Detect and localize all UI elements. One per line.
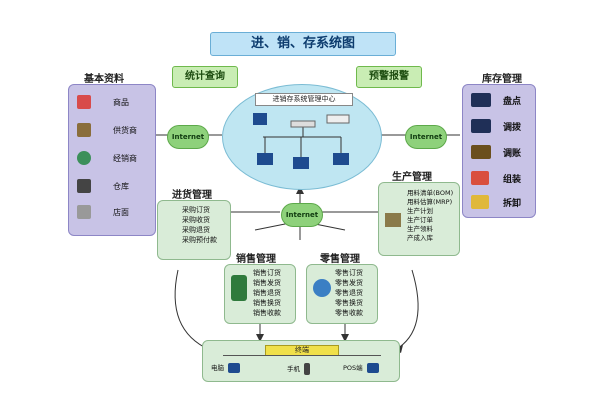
terminal-bus — [223, 355, 381, 356]
phone-icon — [304, 363, 310, 375]
purchase-panel: 采购订货 采购收货 采购退货 采购预付款 — [157, 200, 231, 260]
terminal-item-pc: 电脑 — [211, 363, 240, 373]
sales-title: 销售管理 — [236, 254, 276, 265]
terminal-item-pos: POS端 — [343, 363, 379, 373]
center-label: 进销存系统管理中心 — [255, 93, 353, 106]
sales-panel: 销售订货 销售发货 销售退货 销售换货 销售收款 — [224, 264, 296, 324]
stats-query-tag: 统计查询 — [172, 66, 238, 88]
purchase-list: 采购订货 采购收货 采购退货 采购预付款 — [182, 206, 217, 244]
internet-cloud-left: Internet — [167, 125, 209, 149]
internet-cloud-right: Internet — [405, 125, 447, 149]
sales-list: 销售订货 销售发货 销售退货 销售换货 销售收款 — [253, 269, 281, 317]
inventory-title: 库存管理 — [482, 74, 522, 85]
inventory-item-disassemble: 拆卸 — [471, 195, 521, 209]
alert-tag: 预警报警 — [356, 66, 422, 88]
assemble-icon — [471, 171, 489, 185]
dealer-icon — [77, 151, 91, 165]
factory-icon — [385, 213, 401, 227]
store-icon — [77, 205, 91, 219]
basic-item-supplier: 供货商 — [77, 123, 137, 137]
retail-panel: 零售订货 零售发货 零售退货 零售换货 零售收款 — [306, 264, 378, 324]
production-title: 生产管理 — [392, 172, 432, 183]
basic-item-store: 店面 — [77, 205, 129, 219]
count-icon — [471, 93, 491, 107]
terminal-item-phone: 手机 — [287, 363, 310, 375]
production-list: 用料清单(BOM) 用料估算(MRP) 生产计划 生产订单 生产领料 产成入库 — [407, 189, 454, 242]
pc-icon — [228, 363, 240, 373]
internet-cloud-center: Internet — [281, 203, 323, 227]
disassemble-icon — [471, 195, 489, 209]
inventory-item-count: 盘点 — [471, 93, 521, 107]
basic-item-dealer: 经销商 — [77, 151, 137, 165]
purchase-title: 进货管理 — [172, 190, 212, 201]
terminal-panel: 终端 电脑 手机 POS端 — [202, 340, 400, 382]
adjust-icon — [471, 145, 491, 159]
transfer-icon — [471, 119, 491, 133]
basic-info-panel: 商品 供货商 经销商 仓库 店面 — [68, 84, 156, 236]
pos-icon — [366, 363, 379, 373]
network-icon — [253, 113, 350, 169]
retail-list: 零售订货 零售发货 零售退货 零售换货 零售收款 — [335, 269, 363, 317]
inventory-item-adjust: 调账 — [471, 145, 521, 159]
goods-icon — [77, 95, 91, 109]
production-panel: 用料清单(BOM) 用料估算(MRP) 生产计划 生产订单 生产领料 产成入库 — [378, 182, 460, 256]
basic-item-warehouse: 仓库 — [77, 179, 129, 193]
diagram-title: 进、销、存系统图 — [210, 32, 396, 56]
basic-item-goods: 商品 — [77, 95, 129, 109]
inventory-item-assemble: 组装 — [471, 171, 521, 185]
management-center: 进销存系统管理中心 — [222, 84, 382, 190]
basic-info-title: 基本资料 — [84, 74, 124, 85]
warehouse-icon — [77, 179, 91, 193]
supplier-icon — [77, 123, 91, 137]
retail-icon — [313, 279, 331, 297]
inventory-item-transfer: 调拨 — [471, 119, 521, 133]
retail-title: 零售管理 — [320, 254, 360, 265]
truck-icon — [231, 275, 247, 301]
inventory-panel: 盘点 调拨 调账 组装 拆卸 — [462, 84, 536, 218]
